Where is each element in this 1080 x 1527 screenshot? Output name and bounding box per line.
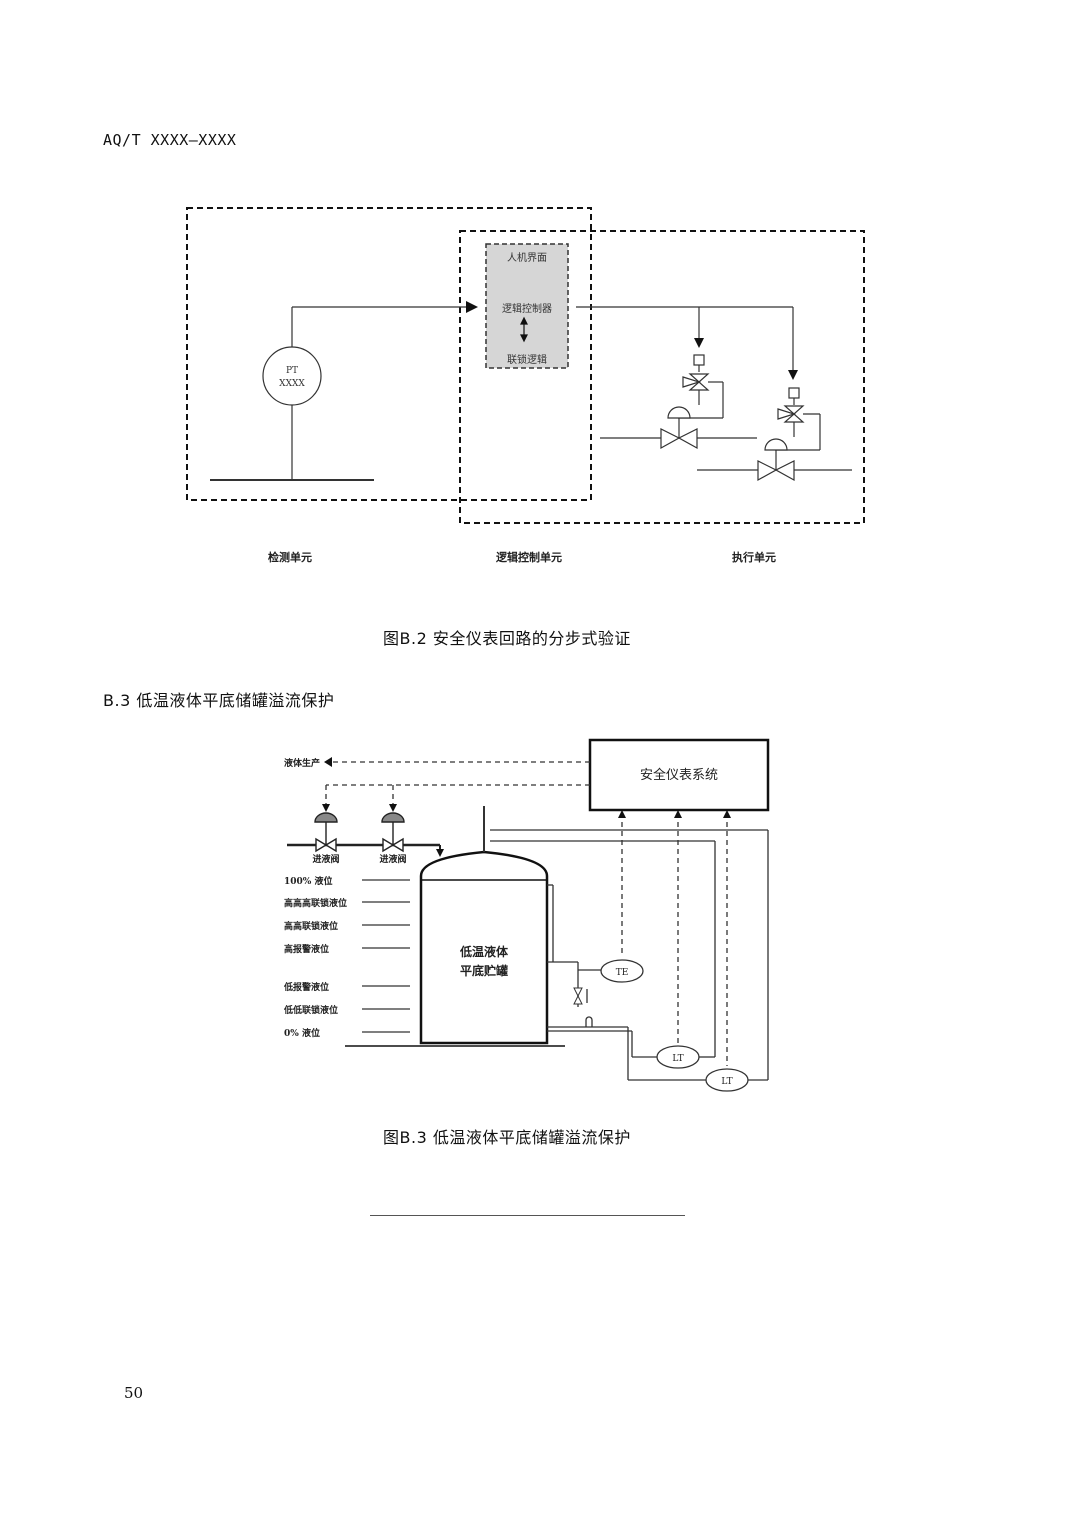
level-label-ll: 低低联锁液位	[283, 1004, 338, 1016]
document-code: AQ/T XXXX—XXXX	[103, 131, 237, 149]
detection-unit-boundary	[186, 207, 592, 501]
page-number: 50	[124, 1384, 144, 1402]
controller-label: 逻辑控制器	[502, 302, 552, 315]
level-transmitter-1	[656, 1045, 700, 1069]
temperature-element	[600, 959, 644, 983]
pt-tag: PT	[286, 366, 298, 376]
sis-label: 安全仪表系统	[640, 767, 718, 783]
tank-label-line2: 平底贮罐	[460, 963, 508, 978]
inlet-valve-actuator-2	[381, 812, 405, 823]
lt-tag-1: LT	[672, 1054, 683, 1064]
interlock-label: 联锁逻辑	[507, 353, 547, 366]
footer-rule	[370, 1215, 685, 1216]
storage-tank	[419, 850, 549, 1045]
level-label-h: 高报警液位	[284, 943, 329, 955]
logic-controller-box	[485, 243, 569, 369]
inlet-valve-label-2: 进液阀	[379, 853, 406, 865]
hmi-label: 人机界面	[507, 251, 547, 264]
shutoff-valve-1	[600, 354, 757, 450]
unit-label-detection: 检测单元	[268, 550, 312, 564]
unit-label-logic: 逻辑控制单元	[496, 550, 562, 564]
pt-number: XXXX	[279, 379, 305, 389]
level-label-l: 低报警液位	[283, 981, 329, 993]
inlet-valve-2	[382, 837, 395, 853]
level-label-0: 0% 液位	[284, 1027, 320, 1039]
level-transmitter-2	[705, 1068, 749, 1092]
unit-label-execution: 执行单元	[732, 550, 776, 564]
production-label: 液体生产	[284, 757, 320, 769]
level-label-hh: 高高联锁液位	[284, 920, 338, 932]
sis-box	[588, 738, 770, 812]
te-tag: TE	[616, 968, 629, 978]
figure-b3-diagram: 安全仪表系统 液体生产	[283, 738, 770, 1092]
figure-b2-caption: 图B.2 安全仪表回路的分步式验证	[383, 629, 631, 648]
inlet-valve-1	[315, 837, 328, 853]
execution-unit-boundary	[459, 230, 865, 524]
figure-b3-caption: 图B.3 低温液体平底储罐溢流保护	[383, 1128, 631, 1147]
inlet-valve-actuator-1	[314, 812, 338, 823]
lt-tag-2: LT	[721, 1077, 732, 1087]
section-title: B.3 低温液体平底储罐溢流保护	[103, 691, 335, 710]
tank-label-line1: 低温液体	[459, 944, 509, 959]
figure-b2-diagram: 人机界面 逻辑控制器 联锁逻辑 PT XXXX	[186, 207, 865, 564]
shutoff-valve-2	[697, 387, 852, 482]
level-label-100: 100% 液位	[284, 875, 332, 887]
inlet-valve-label-1: 进液阀	[312, 853, 339, 865]
level-label-hhh: 高高高联锁液位	[284, 897, 347, 909]
pressure-transmitter	[262, 346, 322, 406]
